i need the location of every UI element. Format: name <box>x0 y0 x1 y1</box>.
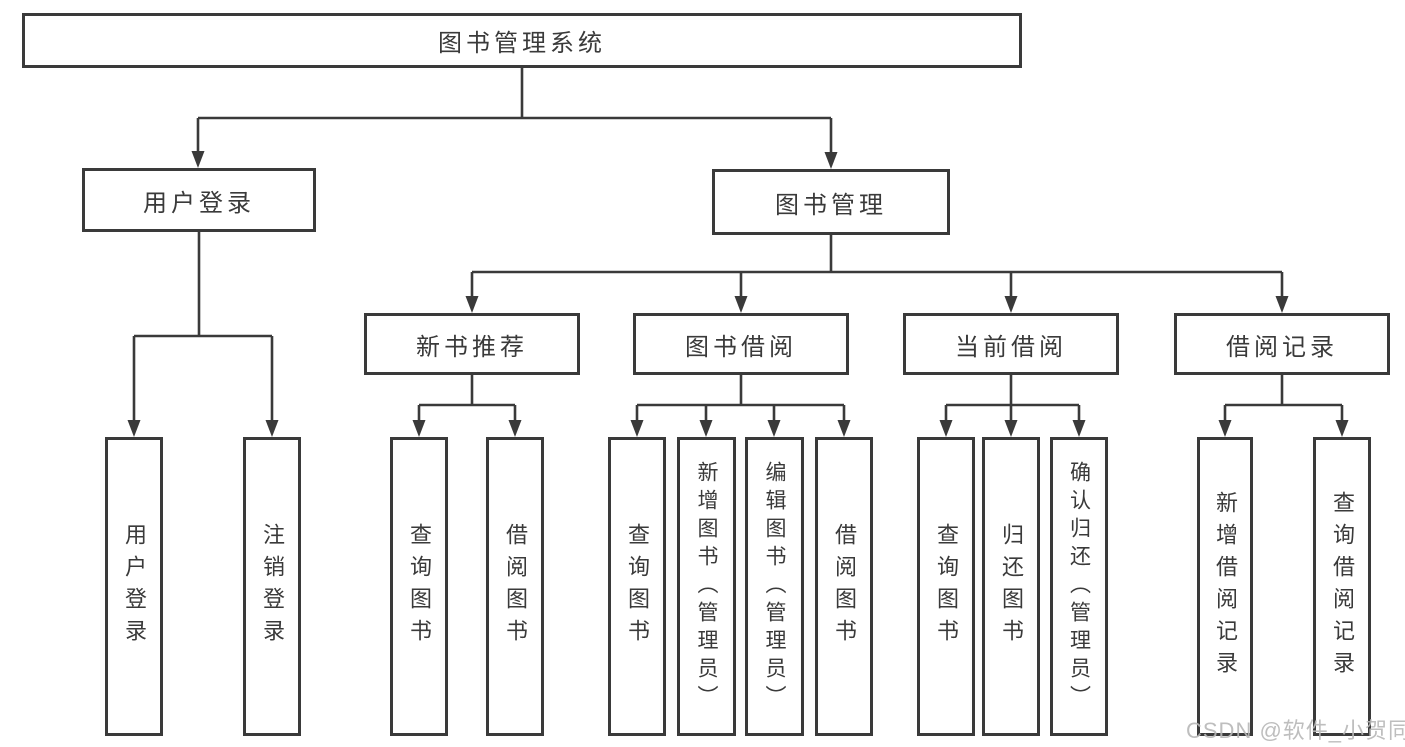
connector-book-management-branch <box>465 235 1289 313</box>
csdn-watermark: CSDN @软件_小贺同学 <box>1186 718 1405 743</box>
leaf-user-login: 用户登录 <box>105 437 163 736</box>
connector-current-borrow-branch <box>939 375 1086 437</box>
leaf-label: 确认归还（管理员） <box>1067 460 1091 713</box>
node-book-management: 图书管理 <box>712 169 950 235</box>
node-label: 图书借阅 <box>685 333 797 361</box>
leaf-add-borrow-record: 新增借阅记录 <box>1197 437 1253 736</box>
node-label: 图书管理 <box>775 191 887 219</box>
leaf-label: 查询图书 <box>407 522 432 651</box>
leaf-label: 查询图书 <box>625 522 650 651</box>
connector-root-branch <box>191 68 838 169</box>
leaf-query-books-current: 查询图书 <box>917 437 975 736</box>
leaf-borrow-books: 借阅图书 <box>815 437 873 736</box>
connector-user-login-branch <box>127 232 279 437</box>
leaf-confirm-return-admin: 确认归还（管理员） <box>1050 437 1108 736</box>
leaf-return-books: 归还图书 <box>982 437 1040 736</box>
leaf-label: 注销登录 <box>260 522 285 651</box>
node-current-borrow: 当前借阅 <box>903 313 1119 375</box>
leaf-query-books-borrow: 查询图书 <box>608 437 666 736</box>
leaf-label: 借阅图书 <box>503 522 528 651</box>
node-label: 新书推荐 <box>416 333 528 361</box>
node-user-login: 用户登录 <box>82 168 316 232</box>
connector-borrow-records-branch <box>1218 375 1349 437</box>
leaf-edit-book-admin: 编辑图书（管理员） <box>745 437 804 736</box>
node-label: 借阅记录 <box>1226 333 1338 361</box>
node-label: 图书管理系统 <box>438 30 606 57</box>
leaf-label: 归还图书 <box>999 522 1024 651</box>
node-label: 用户登录 <box>143 189 255 217</box>
leaf-label: 借阅图书 <box>832 522 857 651</box>
leaf-label: 查询借阅记录 <box>1330 490 1355 683</box>
node-book-borrow: 图书借阅 <box>633 313 849 375</box>
leaf-query-books-recommend: 查询图书 <box>390 437 448 736</box>
node-root-library-system: 图书管理系统 <box>22 13 1022 68</box>
leaf-label: 编辑图书（管理员） <box>763 460 786 713</box>
connector-book-borrow-branch <box>630 375 851 437</box>
leaf-borrow-books-recommend: 借阅图书 <box>486 437 544 736</box>
leaf-label: 查询图书 <box>934 522 959 651</box>
node-borrow-records: 借阅记录 <box>1174 313 1390 375</box>
leaf-query-borrow-record: 查询借阅记录 <box>1313 437 1371 736</box>
connector-new-book-recommend-branch <box>412 375 522 437</box>
node-label: 当前借阅 <box>955 333 1067 361</box>
leaf-label: 新增借阅记录 <box>1213 490 1238 683</box>
leaf-label: 用户登录 <box>122 522 147 651</box>
leaf-label: 新增图书（管理员） <box>695 460 718 713</box>
leaf-add-book-admin: 新增图书（管理员） <box>677 437 736 736</box>
leaf-logout-login: 注销登录 <box>243 437 301 736</box>
node-new-book-recommend: 新书推荐 <box>364 313 580 375</box>
